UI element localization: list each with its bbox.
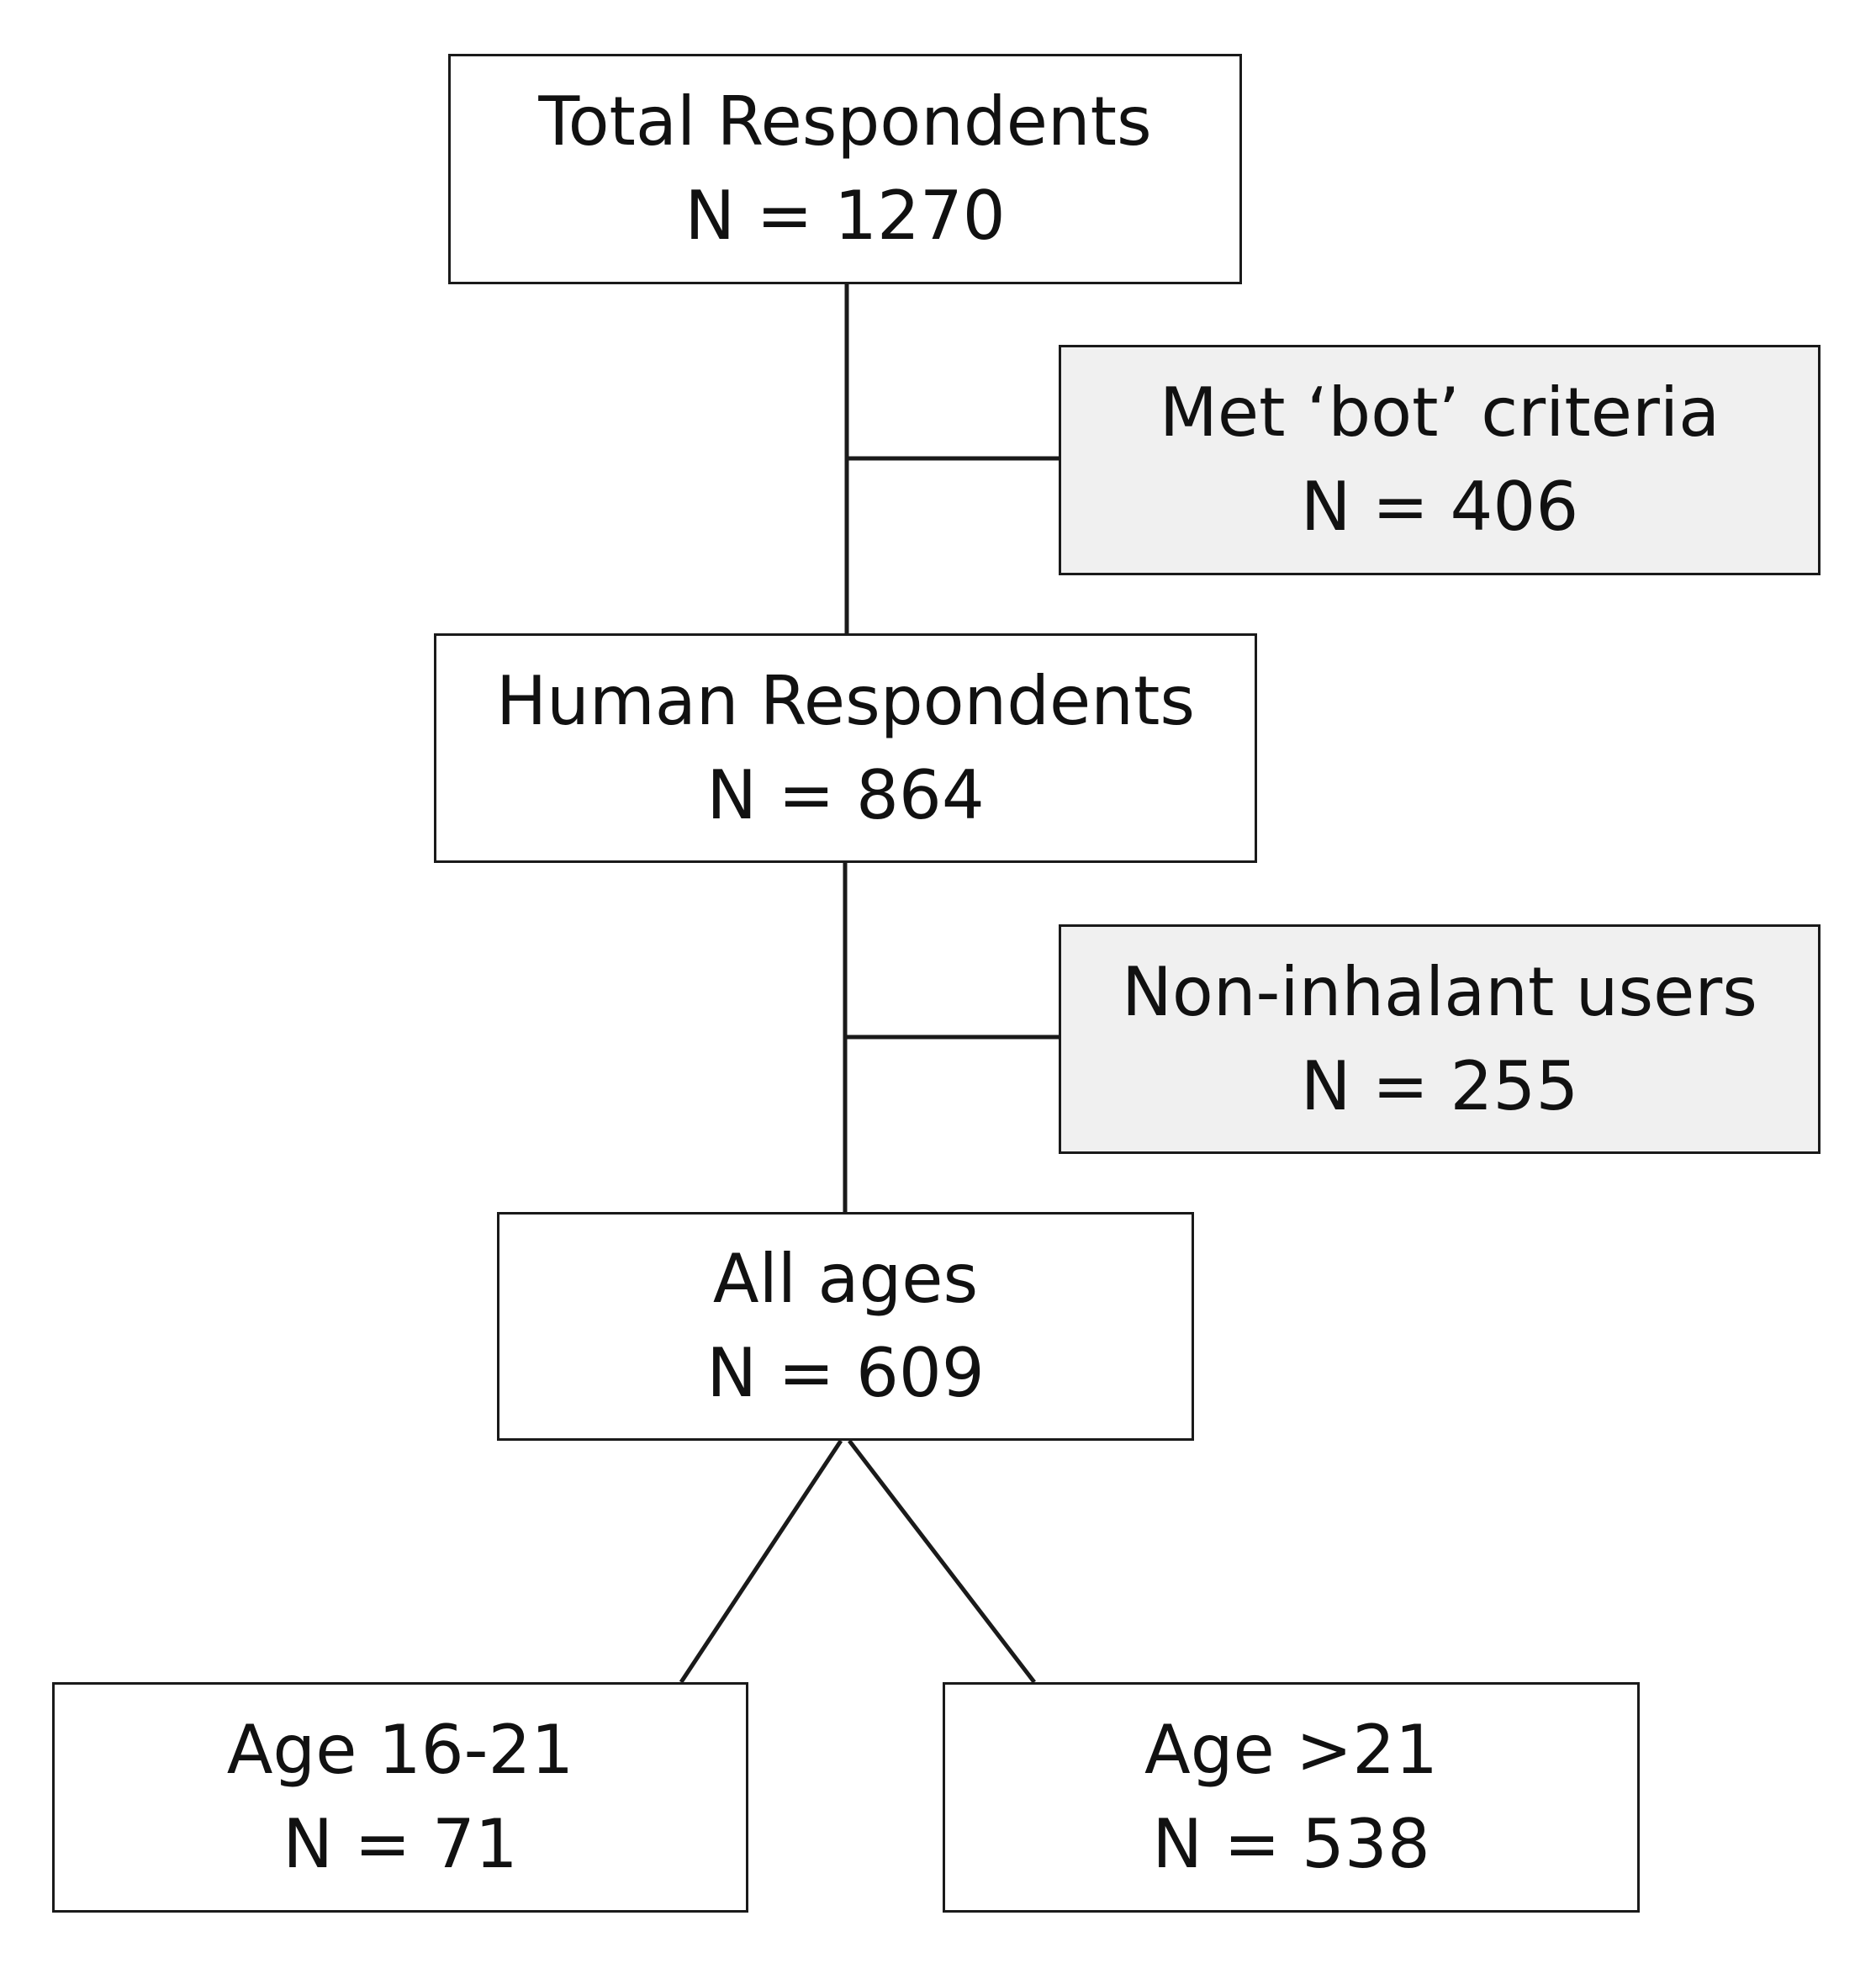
all-ages-box: All ages N = 609 <box>497 1212 1194 1441</box>
age-16-21-box: Age 16-21 N = 71 <box>52 1682 748 1913</box>
total-respondents-count: N = 1270 <box>684 177 1006 255</box>
age-16-21-count: N = 71 <box>283 1805 518 1883</box>
non-inhalant-users-count: N = 255 <box>1300 1046 1579 1125</box>
total-respondents-box: Total Respondents N = 1270 <box>448 54 1242 284</box>
age-over-21-label: Age >21 <box>1144 1711 1438 1789</box>
age-over-21-box: Age >21 N = 538 <box>943 1682 1640 1913</box>
non-inhalant-users-label: Non-inhalant users <box>1122 952 1757 1031</box>
bot-criteria-box: Met ‘bot’ criteria N = 406 <box>1059 345 1821 575</box>
human-respondents-label: Human Respondents <box>495 661 1195 740</box>
all-ages-count: N = 609 <box>706 1334 985 1412</box>
connector-allages-to-age1621 <box>679 1439 843 1684</box>
all-ages-label: All ages <box>712 1240 979 1318</box>
age-over-21-count: N = 538 <box>1152 1805 1430 1883</box>
human-respondents-count: N = 864 <box>706 755 985 834</box>
non-inhalant-users-box: Non-inhalant users N = 255 <box>1059 924 1821 1154</box>
age-16-21-label: Age 16-21 <box>226 1711 574 1789</box>
bot-criteria-label: Met ‘bot’ criteria <box>1159 373 1720 452</box>
connector-allages-to-age21plus <box>848 1439 1036 1684</box>
total-respondents-label: Total Respondents <box>538 82 1152 161</box>
bot-criteria-count: N = 406 <box>1300 468 1579 546</box>
human-respondents-box: Human Respondents N = 864 <box>434 633 1257 863</box>
